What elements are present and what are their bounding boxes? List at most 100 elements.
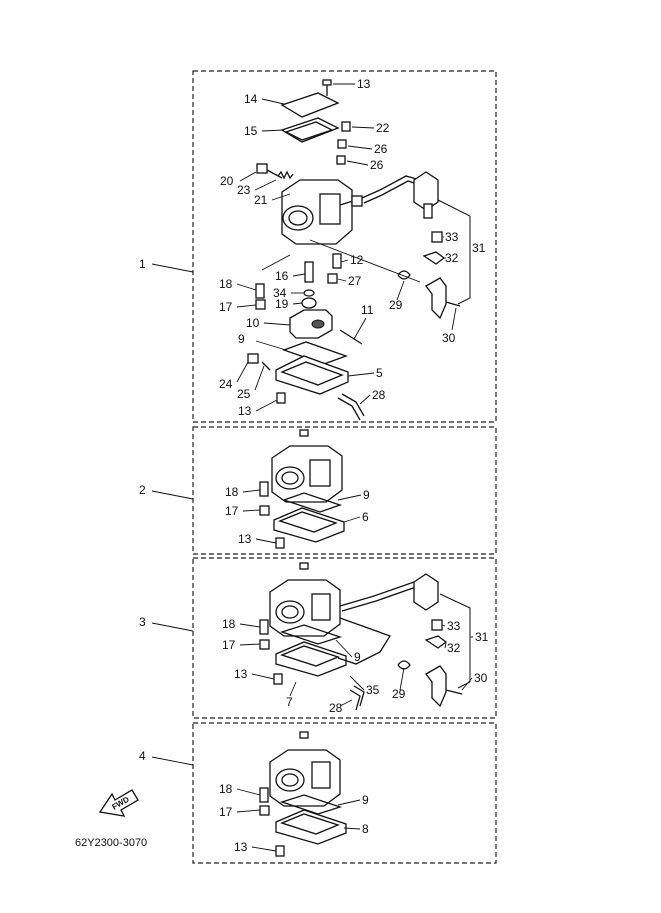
leader-line bbox=[151, 622, 194, 632]
callout-g1-20: 20 bbox=[220, 174, 234, 188]
leader-line bbox=[337, 278, 347, 282]
callout-g3-33: 33 bbox=[447, 619, 461, 633]
callout-g1-11: 11 bbox=[361, 303, 374, 317]
leader-line bbox=[359, 394, 371, 405]
callout-g1-14: 14 bbox=[244, 92, 258, 106]
callout-g3-7: 7 bbox=[286, 695, 293, 709]
callout-g1-18: 18 bbox=[219, 277, 233, 291]
leader-line bbox=[346, 160, 369, 166]
callout-g1-30: 30 bbox=[442, 331, 456, 345]
callout-g2-9: 9 bbox=[363, 488, 370, 502]
callout-g4-18: 18 bbox=[219, 782, 233, 796]
leader-line bbox=[335, 639, 353, 658]
leader-line bbox=[343, 827, 361, 830]
callout-g1-10: 10 bbox=[246, 316, 260, 330]
leader-line bbox=[339, 699, 353, 707]
callout-g1-31: 31 bbox=[472, 241, 486, 255]
leader-line bbox=[255, 340, 287, 351]
callout-g3-3: 3 bbox=[139, 615, 146, 629]
callout-g3-18: 18 bbox=[222, 617, 236, 631]
callout-g2-13: 13 bbox=[238, 532, 252, 546]
callout-g3-17: 17 bbox=[222, 638, 236, 652]
callout-g2-2: 2 bbox=[139, 483, 146, 497]
leader-line bbox=[236, 361, 249, 383]
callout-g3-9: 9 bbox=[354, 650, 361, 664]
leader-line bbox=[289, 681, 297, 697]
leader-line bbox=[242, 489, 261, 493]
callout-g1-22: 22 bbox=[376, 121, 390, 135]
leader-line bbox=[349, 675, 365, 691]
callout-g1-29: 29 bbox=[389, 298, 403, 312]
group-1-exploded-view bbox=[247, 79, 471, 421]
callout-g1-27: 27 bbox=[348, 274, 362, 288]
callout-g1-15: 15 bbox=[244, 124, 258, 138]
callout-g1-16: 16 bbox=[275, 269, 289, 283]
leader-line bbox=[347, 372, 375, 377]
leader-line bbox=[251, 846, 277, 852]
callout-g1-26: 26 bbox=[370, 158, 384, 172]
leader-line bbox=[151, 490, 194, 500]
leader-line bbox=[292, 273, 306, 277]
fwd-arrow-icon: FWD bbox=[98, 789, 139, 817]
group-box-4 bbox=[192, 722, 497, 864]
callout-g1-1: 1 bbox=[139, 257, 146, 271]
group-3-exploded-view bbox=[259, 562, 471, 711]
callout-g1-28: 28 bbox=[372, 388, 386, 402]
leader-line bbox=[236, 304, 257, 308]
leader-line bbox=[251, 673, 275, 680]
callout-g3-28: 28 bbox=[329, 701, 343, 715]
leader-line bbox=[236, 809, 261, 813]
leader-line bbox=[347, 145, 373, 150]
callout-g1-23: 23 bbox=[237, 183, 251, 197]
callout-g2-17: 17 bbox=[225, 504, 239, 518]
leader-line bbox=[451, 307, 457, 331]
leader-line bbox=[254, 365, 265, 391]
leader-line bbox=[255, 399, 278, 412]
group-box-2 bbox=[192, 426, 497, 555]
callout-g1-34: 34 bbox=[273, 286, 287, 300]
group-box-1 bbox=[192, 70, 497, 423]
callout-g1-25: 25 bbox=[237, 387, 251, 401]
leader-line bbox=[340, 259, 349, 263]
callout-g1-17: 17 bbox=[219, 300, 233, 314]
leader-line bbox=[351, 126, 375, 129]
leader-line bbox=[151, 263, 194, 273]
group-2-exploded-view bbox=[259, 429, 345, 549]
callout-g4-13: 13 bbox=[234, 840, 248, 854]
callout-g1-9: 9 bbox=[238, 332, 245, 346]
leader-line bbox=[353, 317, 367, 340]
callout-g4-9: 9 bbox=[362, 793, 369, 807]
leader-line bbox=[441, 624, 446, 627]
leader-line bbox=[254, 179, 277, 191]
callout-g3-30: 30 bbox=[474, 671, 488, 685]
group-4-exploded-view bbox=[259, 731, 347, 857]
leader-line bbox=[239, 623, 261, 628]
callout-g3-35: 35 bbox=[366, 683, 380, 697]
callout-g3-32: 32 bbox=[447, 641, 461, 655]
callout-g1-24: 24 bbox=[219, 377, 233, 391]
group-box-3 bbox=[192, 557, 497, 719]
callout-g1-13: 13 bbox=[357, 77, 371, 91]
leader-line bbox=[292, 302, 303, 305]
leader-line bbox=[343, 516, 361, 523]
leader-line bbox=[255, 538, 277, 544]
callout-g4-8: 8 bbox=[362, 822, 369, 836]
leader-line bbox=[261, 129, 285, 132]
leader-line bbox=[261, 98, 285, 105]
leader-line bbox=[461, 677, 473, 691]
leader-line bbox=[242, 509, 261, 512]
callout-g1-19: 19 bbox=[275, 297, 289, 311]
callout-g1-12: 12 bbox=[350, 253, 364, 267]
leader-line bbox=[271, 193, 291, 201]
leader-line bbox=[396, 280, 405, 301]
callout-g1-32: 32 bbox=[445, 251, 459, 265]
callout-g1-13: 13 bbox=[238, 404, 252, 418]
leader-line bbox=[399, 667, 405, 691]
leader-line bbox=[151, 756, 194, 766]
leader-line bbox=[236, 788, 261, 796]
callout-g4-4: 4 bbox=[139, 749, 146, 763]
leader-line bbox=[239, 171, 257, 182]
leader-line bbox=[337, 799, 361, 806]
callout-g1-5: 5 bbox=[376, 366, 383, 380]
callout-g2-18: 18 bbox=[225, 485, 239, 499]
